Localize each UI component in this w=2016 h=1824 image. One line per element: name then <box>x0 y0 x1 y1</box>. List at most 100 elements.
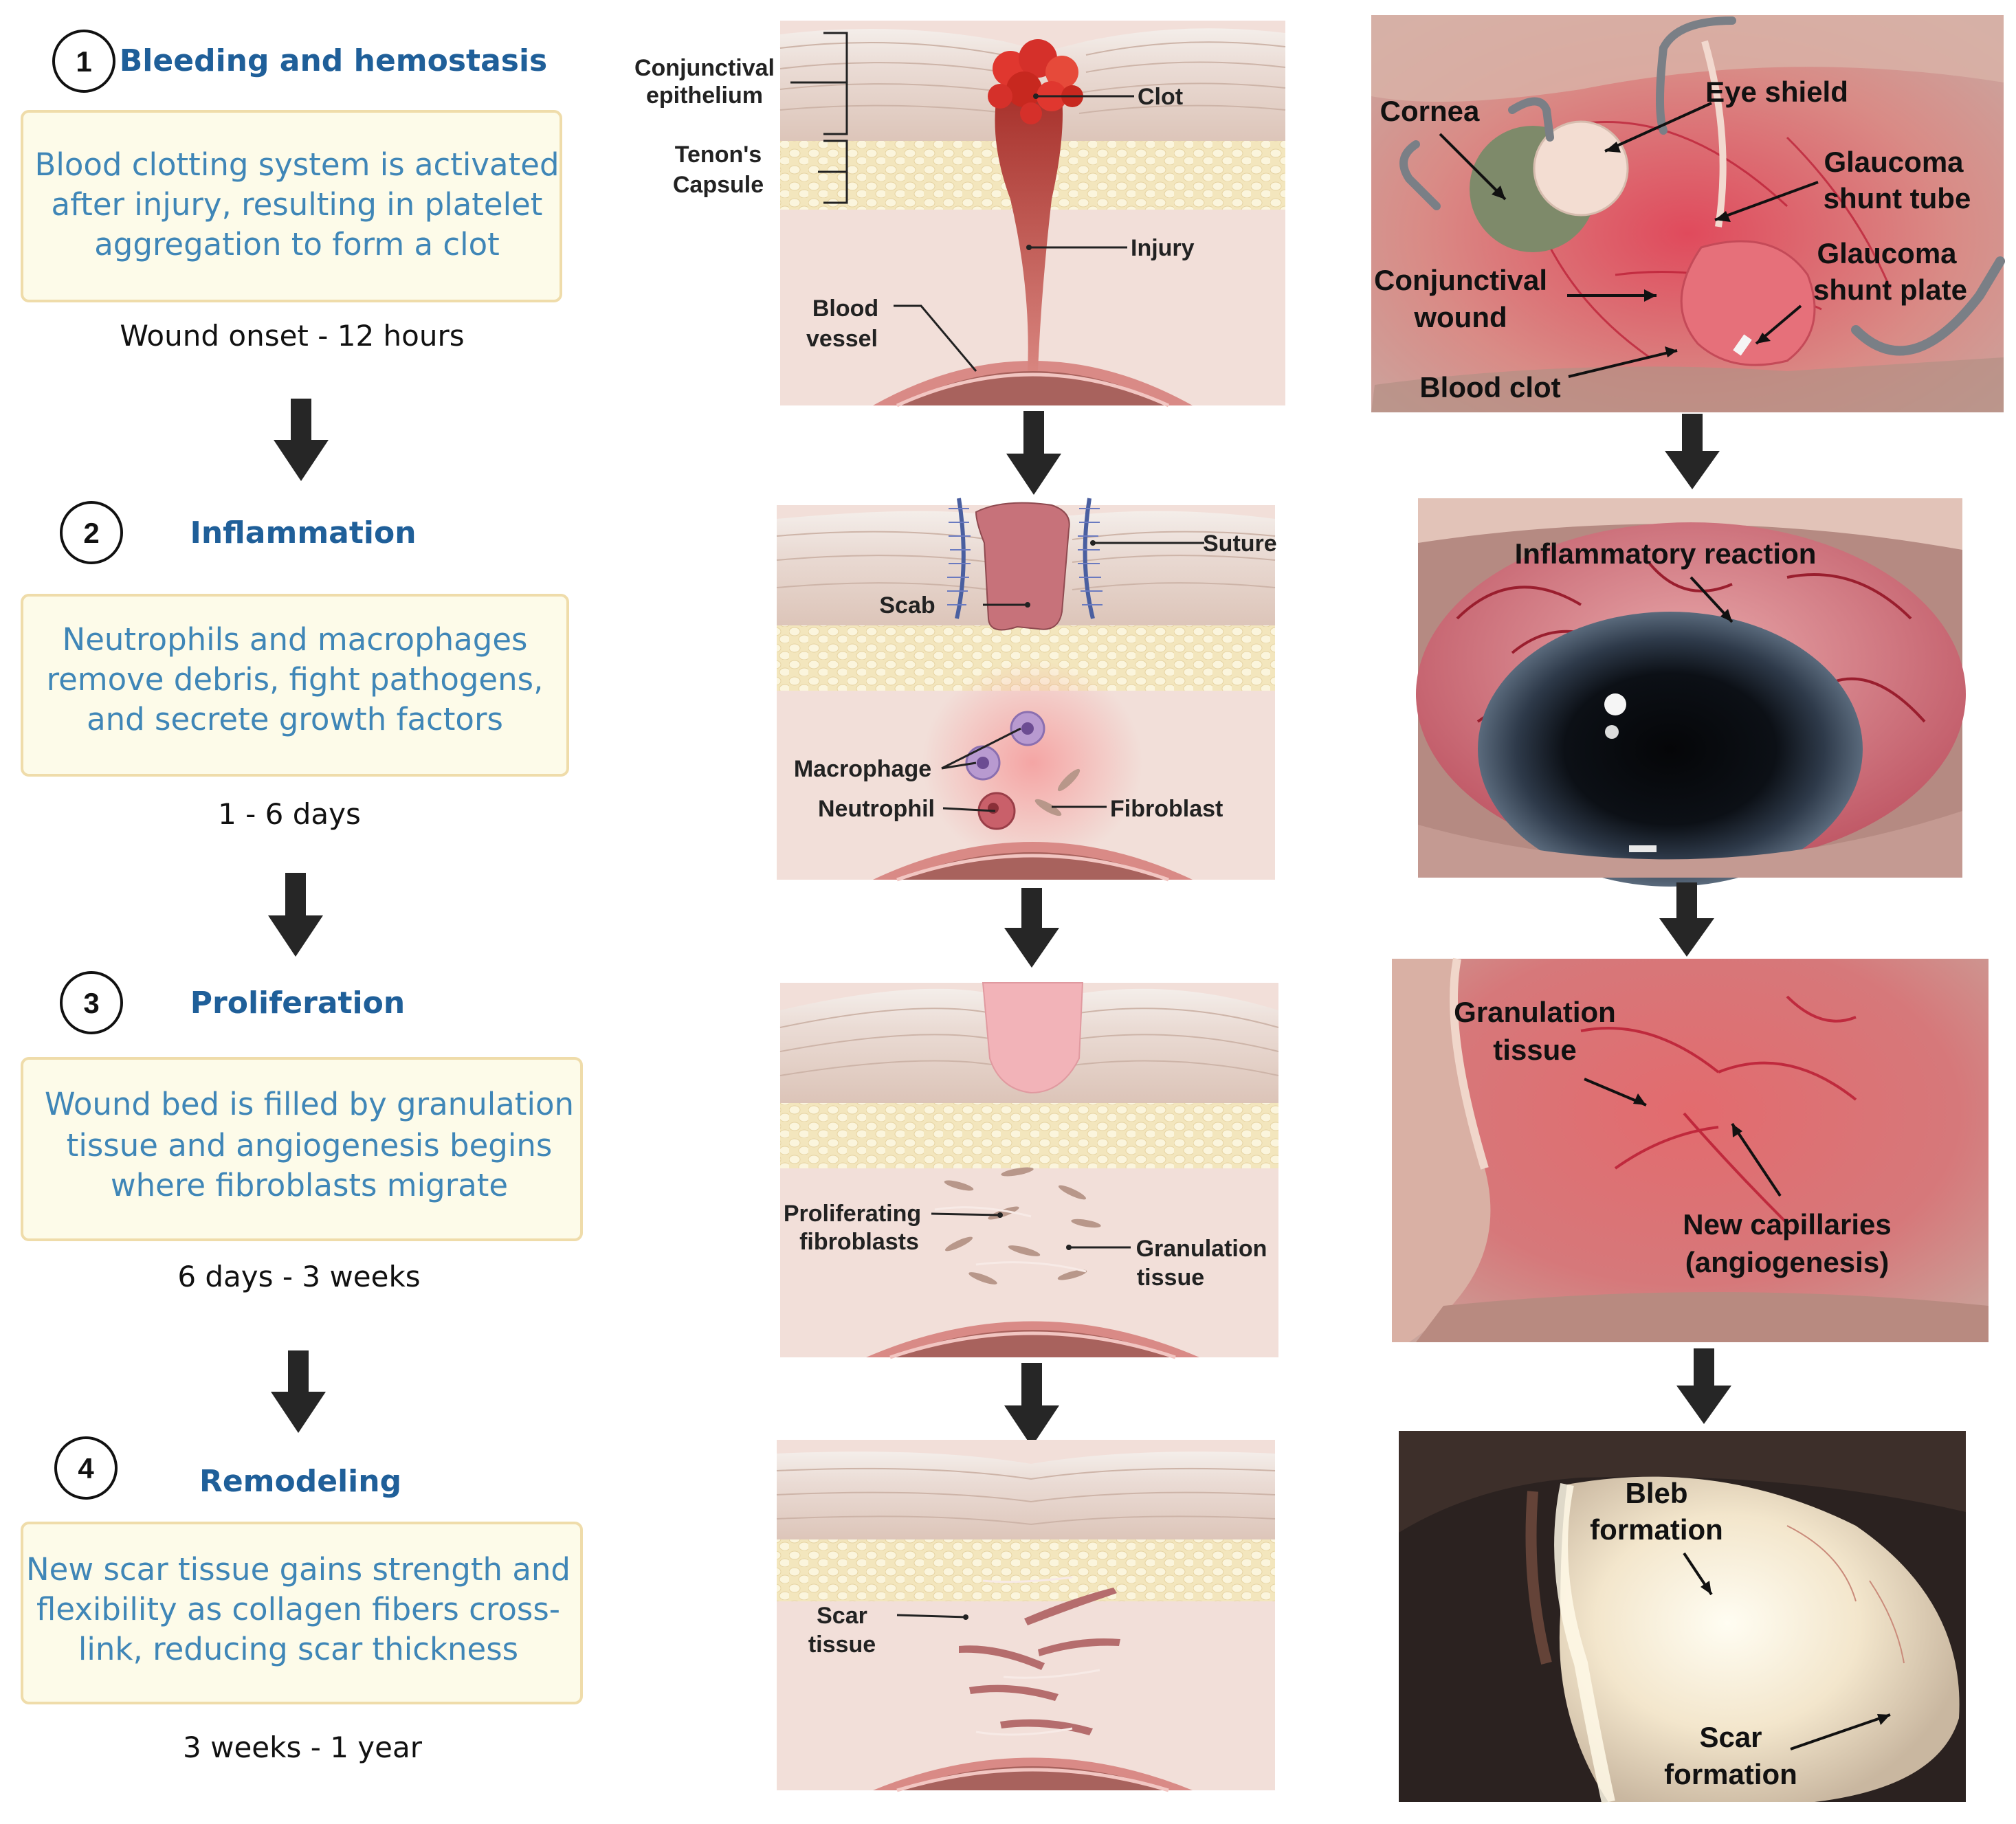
step-description-line: Wound bed is filled by granulation <box>45 1086 574 1122</box>
fibroblast-icon <box>1034 768 1081 816</box>
down-arrow-icon <box>271 1350 326 1433</box>
step-description-box <box>21 110 562 302</box>
step-description-line: remove debris, fight pathogens, <box>47 661 544 698</box>
step-number: 2 <box>83 517 99 549</box>
step-description-line: where fibroblasts migrate <box>111 1167 508 1203</box>
label-inflammatory-reaction: Inflammatory reaction <box>1515 537 1817 570</box>
photo-surgery: Cornea Eye shield Glaucoma shunt tube Co… <box>1371 15 2005 412</box>
photo-remodeling: Bleb formation Scar formation <box>1399 1431 1966 1804</box>
step-title: Proliferation <box>190 986 405 1021</box>
step-description-box <box>21 594 569 777</box>
label-glaucoma-shunt-plate: shunt plate <box>1813 274 1967 306</box>
down-arrow-icon <box>1659 882 1714 957</box>
step-1: 1 Bleeding and hemostasis Blood clotting… <box>21 30 562 353</box>
step-3: 3 Proliferation Wound bed is filled by g… <box>21 971 583 1293</box>
down-arrow-icon <box>1004 1363 1059 1447</box>
label-conjunctival-epithelium: epithelium <box>646 82 763 109</box>
step-2: 2 Inflammation Neutrophils and macrophag… <box>21 501 569 831</box>
label-bleb-formation: formation <box>1590 1513 1723 1546</box>
step-description-line: after injury, resulting in platelet <box>52 186 543 223</box>
step-description-line: aggregation to form a clot <box>94 226 500 263</box>
step-number-circle <box>52 30 115 93</box>
step-description-line: link, reducing scar thickness <box>78 1631 518 1667</box>
label-blood-vessel: vessel <box>806 326 878 352</box>
label-blood-vessel: Blood <box>812 296 878 322</box>
fibroblast-icon <box>944 1167 1101 1284</box>
step-duration: Wound onset - 12 hours <box>120 319 464 353</box>
down-arrow-icon <box>274 399 329 481</box>
label-tenons-capsule: Tenon's <box>675 142 762 168</box>
label-macrophage: Macrophage <box>794 756 931 782</box>
down-arrow-icon <box>1665 414 1720 489</box>
label-conjunctival-epithelium: Conjunctival <box>634 55 775 81</box>
step-4: 4 Remodeling New scar tissue gains stren… <box>21 1436 583 1764</box>
label-proliferating-fibroblasts: fibroblasts <box>799 1229 919 1255</box>
label-conjunctival-wound: wound <box>1413 301 1507 333</box>
label-suture: Suture <box>1203 531 1277 557</box>
label-scar-formation: formation <box>1664 1758 1797 1790</box>
step-description-box <box>21 1522 583 1704</box>
label-scar-tissue: tissue <box>808 1632 876 1658</box>
label-glaucoma-shunt-tube: Glaucoma <box>1824 146 1964 178</box>
step-duration: 1 - 6 days <box>218 797 361 831</box>
illustration-bleeding: Conjunctival epithelium Tenon's Capsule … <box>634 21 1286 408</box>
label-proliferating-fibroblasts: Proliferating <box>784 1201 921 1227</box>
label-conjunctival-wound: Conjunctival <box>1374 264 1547 296</box>
label-bleb-formation: Bleb <box>1625 1477 1687 1509</box>
step-number-circle <box>60 501 123 564</box>
label-granulation-tissue-photo: Granulation <box>1454 996 1616 1028</box>
step-description-line: flexibility as collagen fibers cross- <box>36 1591 560 1627</box>
label-scar-tissue: Scar <box>817 1603 867 1629</box>
label-scar-formation: Scar <box>1699 1721 1762 1753</box>
step-description-line: Neutrophils and macrophages <box>63 621 528 658</box>
illustration-proliferation: Proliferating fibroblasts Granulation ti… <box>779 982 1279 1359</box>
eye-shield-icon <box>1533 120 1629 216</box>
label-granulation-tissue: Granulation <box>1136 1236 1267 1262</box>
down-arrow-icon <box>1006 411 1061 495</box>
label-granulation-tissue: tissue <box>1137 1265 1204 1291</box>
label-tenons-capsule: Capsule <box>673 172 764 198</box>
step-number: 3 <box>83 987 99 1019</box>
step-title: Remodeling <box>199 1464 401 1499</box>
label-blood-clot: Blood clot <box>1419 371 1560 403</box>
photo-inflammation: Inflammatory reaction <box>1416 498 1966 887</box>
label-fibroblast: Fibroblast <box>1110 796 1223 822</box>
photo-proliferation: Granulation tissue New capillaries (angi… <box>1392 957 1989 1342</box>
step-duration: 6 days - 3 weeks <box>177 1260 420 1293</box>
step-number: 4 <box>78 1452 94 1484</box>
step-description-line: Blood clotting system is activated <box>34 146 559 183</box>
label-eye-shield: Eye shield <box>1705 76 1848 108</box>
label-granulation-tissue-photo: tissue <box>1493 1034 1576 1066</box>
step-description-line: and secrete growth factors <box>87 701 503 737</box>
step-title: Bleeding and hemostasis <box>120 43 547 78</box>
down-arrow-icon <box>268 873 323 957</box>
clot-icon <box>988 39 1083 124</box>
macrophage-icon <box>965 711 1045 781</box>
label-clot: Clot <box>1138 84 1183 110</box>
down-arrow-icon <box>1676 1348 1731 1424</box>
left-column: 1 Bleeding and hemostasis Blood clotting… <box>21 30 583 1764</box>
label-cornea: Cornea <box>1380 95 1480 127</box>
step-duration: 3 weeks - 1 year <box>183 1731 423 1764</box>
step-number-circle <box>60 971 123 1034</box>
step-number-circle <box>54 1436 118 1500</box>
illustration-remodeling: Scar tissue <box>776 1440 1276 1792</box>
label-glaucoma-shunt-plate: Glaucoma <box>1817 237 1957 269</box>
step-description-line: tissue and angiogenesis begins <box>67 1127 553 1164</box>
label-scab: Scab <box>879 592 935 619</box>
step-description-box <box>21 1057 583 1241</box>
illustration-inflammation: Scab Suture Macrophage Neutrophil Fibrob… <box>776 498 1277 882</box>
label-new-capillaries: (angiogenesis) <box>1685 1246 1889 1278</box>
iris-icon <box>1478 612 1863 887</box>
scar-tissue-icon <box>959 1588 1120 1735</box>
label-neutrophil: Neutrophil <box>818 796 935 822</box>
label-injury: Injury <box>1131 235 1195 261</box>
label-glaucoma-shunt-tube: shunt tube <box>1824 182 1971 214</box>
step-title: Inflammation <box>190 515 416 550</box>
down-arrow-icon <box>1004 888 1059 968</box>
step-description-line: New scar tissue gains strength and <box>26 1551 571 1588</box>
right-column: Cornea Eye shield Glaucoma shunt tube Co… <box>1371 15 2005 1804</box>
middle-column: Conjunctival epithelium Tenon's Capsule … <box>634 21 1286 1792</box>
